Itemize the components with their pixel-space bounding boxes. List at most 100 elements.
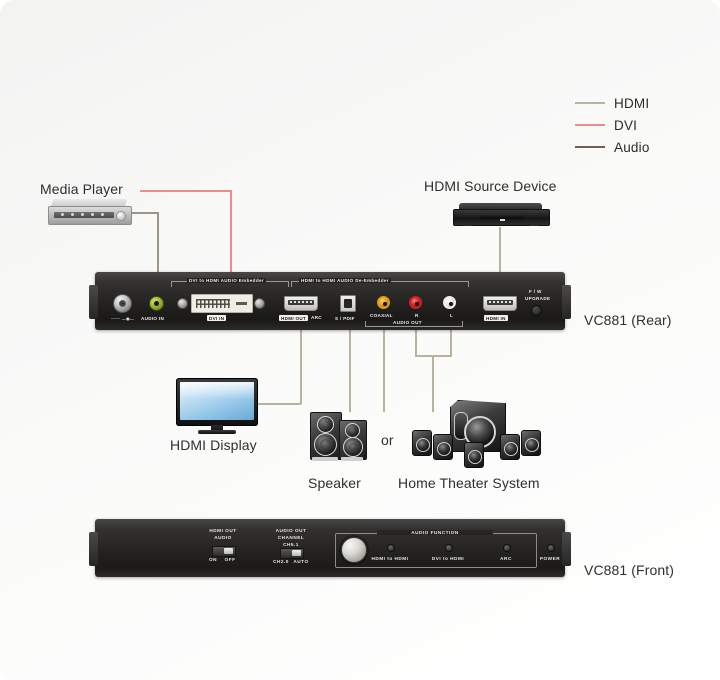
hdmi-display-label: HDMI Display bbox=[170, 437, 257, 453]
dvi-screw-left bbox=[177, 298, 188, 309]
hdmi-in-port[interactable] bbox=[483, 296, 517, 311]
hdmi-out-audio-option-on: ON bbox=[208, 557, 218, 562]
satellite-speaker bbox=[433, 434, 453, 460]
tv-screen-glare bbox=[180, 382, 254, 399]
line-hdmi-out-vertical bbox=[300, 330, 302, 404]
speaker-device bbox=[310, 408, 368, 464]
legend-label-dvi: DVI bbox=[614, 117, 638, 133]
media-player-body bbox=[48, 206, 132, 225]
speaker-left-foot bbox=[312, 457, 338, 461]
media-player-button bbox=[71, 213, 74, 216]
legend-swatch-hdmi bbox=[575, 102, 605, 104]
hdmi-source-foot bbox=[529, 224, 539, 226]
satellite-driver bbox=[468, 450, 482, 464]
vc881-rear-panel: DVI to HDMI AUDIO Embedder HDMI to HDMI … bbox=[89, 272, 571, 330]
line-hdmi-out-horizontal bbox=[258, 403, 301, 405]
hdmi-out-audio-switch[interactable] bbox=[212, 546, 236, 557]
rack-ear-left bbox=[89, 285, 98, 319]
legend-label-audio: Audio bbox=[614, 139, 650, 155]
home-theater-label: Home Theater System bbox=[398, 475, 540, 491]
led-dvi-to-hdmi bbox=[445, 544, 453, 552]
led-label-hdmi-to-hdmi: HDMI to HDMI bbox=[371, 556, 409, 561]
speaker-left-woofer bbox=[314, 433, 337, 456]
spdif-label: S / PDIF bbox=[335, 316, 355, 321]
audio-out-channel-option-ch51: CH5.1 bbox=[283, 542, 299, 547]
satellite-speaker bbox=[464, 442, 484, 468]
audio-out-bracket bbox=[365, 321, 463, 327]
led-label-arc: ARC bbox=[500, 556, 512, 561]
audio-out-right-jack[interactable] bbox=[409, 296, 422, 309]
audio-out-group-label: AUDIO OUT bbox=[391, 320, 424, 325]
audio-out-channel-option-auto: AUTO bbox=[293, 559, 309, 564]
fw-upgrade-button[interactable] bbox=[531, 305, 542, 316]
media-player-button bbox=[81, 213, 84, 216]
audio-out-channel-title-line2: CHANNEL bbox=[277, 535, 305, 540]
satellite-driver bbox=[525, 438, 539, 452]
audio-in-jack[interactable] bbox=[149, 296, 164, 311]
audio-out-channel-switch[interactable] bbox=[280, 548, 304, 559]
line-audio-in-horizontal bbox=[128, 212, 158, 214]
hdmi-out-audio-title-line2: AUDIO bbox=[214, 535, 232, 540]
coaxial-jack[interactable] bbox=[377, 296, 390, 309]
line-audio-in-vertical bbox=[157, 212, 159, 272]
speaker-right-woofer bbox=[343, 437, 363, 457]
tv-stand-neck bbox=[211, 425, 223, 431]
satellite-driver bbox=[504, 442, 518, 456]
fw-upgrade-label-line2: UPGRADE bbox=[525, 296, 551, 301]
speaker-left-tweeter bbox=[317, 416, 334, 433]
spdif-port[interactable] bbox=[340, 295, 356, 312]
coaxial-label: COAXIAL bbox=[370, 313, 393, 318]
hdmi-out-audio-title-line1: HDMI OUT bbox=[209, 528, 237, 533]
line-hdmi-in-vertical bbox=[499, 227, 501, 272]
vc881-front-caption: VC881 (Front) bbox=[584, 562, 674, 578]
power-jack[interactable] bbox=[113, 294, 132, 313]
speaker-right-tweeter bbox=[345, 423, 360, 438]
tv-stand-base bbox=[198, 430, 236, 434]
dvi-pins bbox=[196, 299, 230, 308]
fw-upgrade-label-line1: F / W bbox=[529, 289, 542, 294]
audio-in-label: AUDIO IN bbox=[141, 316, 165, 321]
media-player-button bbox=[91, 213, 94, 216]
hdmi-source-led bbox=[500, 219, 505, 221]
led-arc bbox=[503, 544, 511, 552]
hdmi-display-device bbox=[176, 378, 258, 436]
satellite-speaker bbox=[521, 430, 541, 456]
audio-out-left-label: L bbox=[450, 313, 454, 318]
line-audio-rl-vertical bbox=[432, 355, 434, 412]
line-dvi-horizontal bbox=[140, 190, 232, 192]
media-player-label: Media Player bbox=[40, 181, 123, 197]
satellite-speaker bbox=[412, 430, 432, 456]
dvi-in-port[interactable] bbox=[191, 294, 253, 313]
legend-item-dvi: DVI bbox=[575, 114, 705, 136]
led-hdmi-to-hdmi bbox=[387, 544, 395, 552]
satellite-speaker bbox=[500, 434, 520, 460]
rack-ear-right bbox=[562, 285, 571, 319]
media-player-button bbox=[101, 213, 104, 216]
legend-swatch-audio bbox=[575, 146, 605, 148]
or-separator-label: or bbox=[381, 432, 394, 448]
led-power bbox=[547, 544, 555, 552]
dvi-screw-right bbox=[254, 298, 265, 309]
hdmi-out-audio-option-off: OFF bbox=[224, 557, 236, 562]
media-player-device bbox=[48, 199, 132, 225]
home-theater-device bbox=[408, 392, 548, 468]
audio-out-channel-switch-knob bbox=[292, 550, 301, 556]
legend-item-hdmi: HDMI bbox=[575, 92, 705, 114]
audio-out-channel-option-ch20: CH2.0 bbox=[273, 559, 289, 564]
audio-function-knob[interactable] bbox=[341, 537, 367, 563]
hdmi-source-top bbox=[459, 203, 542, 210]
hdmi-out-port[interactable] bbox=[284, 296, 318, 311]
dvi-in-label: DVI IN bbox=[207, 315, 227, 322]
embedder-section-label: DVI to HDMI AUDIO Embedder bbox=[187, 278, 267, 283]
line-spdif-vertical bbox=[349, 330, 351, 412]
power-polarity-label: ─── —◉— bbox=[111, 316, 135, 321]
hdmi-source-label: HDMI Source Device bbox=[424, 178, 557, 194]
media-player-knob bbox=[116, 211, 126, 221]
rack-ear-left-front bbox=[89, 532, 98, 566]
line-audio-r-vertical bbox=[415, 330, 417, 356]
audio-out-left-jack[interactable] bbox=[443, 296, 456, 309]
hdmi-out-audio-switch-knob bbox=[224, 548, 233, 554]
rack-ear-right-front bbox=[562, 532, 571, 566]
line-coaxial-vertical bbox=[383, 330, 385, 412]
